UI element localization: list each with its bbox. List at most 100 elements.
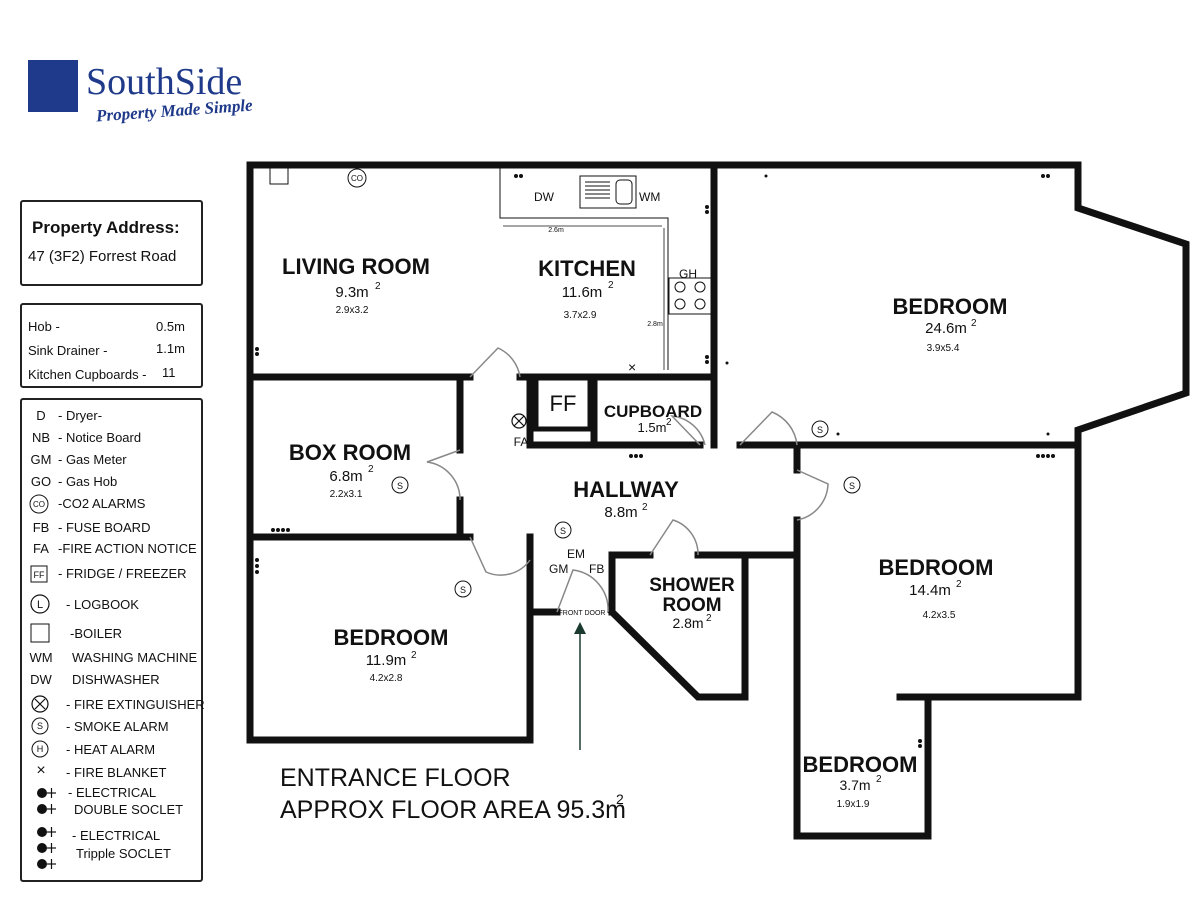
room-area-sup: 2 <box>642 502 648 513</box>
legend-text: - LOGBOOK <box>66 597 139 612</box>
room-area-sup: 2 <box>956 579 962 590</box>
logbook-icon-label: L <box>37 599 43 611</box>
legend-text: DOUBLE SOCLET <box>74 802 184 817</box>
fire-blanket-icon: × <box>628 359 636 375</box>
spec-value: 0.5m <box>156 319 185 334</box>
legend-symbol: D <box>36 408 46 423</box>
em-label: EM <box>567 547 585 561</box>
legend-symbol: DW <box>30 672 52 687</box>
legend-text: - HEAT ALARM <box>66 742 156 757</box>
legend-text: - Gas Hob <box>58 474 118 489</box>
kitchen-height-dim: 2.8m <box>647 321 663 328</box>
room-bedroom-ne: BEDROOM 24.6m 2 3.9x5.4 <box>893 294 1008 354</box>
spec-label: Sink Drainer - <box>28 343 108 358</box>
legend-symbol: GO <box>30 474 52 489</box>
dishwasher-label: DW <box>534 190 555 204</box>
legend-text: WASHING MACHINE <box>72 650 198 665</box>
smoke-alarm-icon <box>391 476 409 494</box>
fridge-freezer-icon-label: FF <box>34 570 45 580</box>
room-area: 2.8m <box>672 615 703 631</box>
front-door-label: FRONT DOOR <box>559 610 606 617</box>
legend-text: - FIRE EXTINGUISHER <box>66 697 205 712</box>
doors <box>426 347 829 613</box>
door-front <box>556 569 609 613</box>
smoke-alarm-label: S <box>817 425 823 435</box>
room-name: BEDROOM <box>893 294 1008 319</box>
legend-symbol: FA <box>33 541 49 556</box>
co2-alarm-icon: CO <box>29 494 49 514</box>
door-living <box>469 347 521 378</box>
sink-icon <box>579 175 637 209</box>
room-name: LIVING ROOM <box>282 254 430 279</box>
room-name: HALLWAY <box>573 477 679 502</box>
legend-text: -BOILER <box>70 626 123 641</box>
room-kitchen: KITCHEN 11.6m 2 3.7x2.9 <box>538 256 636 321</box>
room-name: BEDROOM <box>334 625 449 650</box>
room-dims: 3.9x5.4 <box>927 343 960 354</box>
address-title: Property Address: <box>32 218 180 237</box>
legend-row: DW DISHWASHER <box>22 672 202 692</box>
heat-alarm-icon-label: H <box>37 744 44 754</box>
boiler-icon <box>269 167 289 185</box>
door-cupboard <box>670 415 706 446</box>
room-name: KITCHEN <box>538 256 636 281</box>
legend-text: - FIRE BLANKET <box>66 765 167 780</box>
room-bedroom-s: BEDROOM 3.7m 2 1.9x1.9 <box>803 752 918 810</box>
room-dims: 1.9x1.9 <box>837 799 870 810</box>
logo-name: SouthSide <box>86 61 243 103</box>
fire-extinguisher-icon <box>511 413 527 429</box>
legend-row: L - LOGBOOK <box>22 594 202 617</box>
washing-machine-label: WM <box>639 190 660 204</box>
room-area-sup: 2 <box>666 417 672 428</box>
co2-alarm-icon <box>347 168 367 188</box>
fire-blanket-icon: × <box>36 762 46 779</box>
gas-meter-label: GM <box>549 562 568 576</box>
smoke-alarms <box>347 168 861 598</box>
smoke-alarm-icon-label: S <box>37 721 43 731</box>
legend-row: S - SMOKE ALARM <box>22 717 202 739</box>
room-name: CUPBOARD <box>604 402 702 421</box>
smoke-alarm-label: S <box>460 585 466 595</box>
smoke-alarm-label: S <box>397 481 403 491</box>
legend-text: -CO2 ALARMS <box>58 496 146 511</box>
legend-text: - ELECTRICAL <box>68 785 157 800</box>
legend-row: FB - FUSE BOARD <box>22 520 202 540</box>
legend-row: DOUBLE SOCLET <box>22 802 202 822</box>
room-area-sup: 2 <box>608 280 614 291</box>
legend-panel: D - Dryer- NB - Notice Board GM - Gas Me… <box>20 398 205 882</box>
legend-row: H - HEAT ALARM <box>22 740 202 762</box>
room-area: 6.8m <box>329 468 362 485</box>
spec-row: Sink Drainer - 1.1m <box>28 341 204 358</box>
co2-alarm-icon-label: CO <box>33 500 45 509</box>
logbook-icon: L <box>30 594 50 614</box>
room-dims: 2.9x3.2 <box>336 305 369 316</box>
room-area: 3.7m <box>839 777 870 793</box>
room-area-sup: 2 <box>706 613 712 624</box>
smoke-alarm-label: S <box>849 481 855 491</box>
legend-text: - Gas Meter <box>58 452 127 467</box>
wall-small-bedroom <box>793 693 932 840</box>
spec-value: 1.1m <box>156 341 185 356</box>
double-socket-icon <box>37 788 56 814</box>
smoke-alarm-icon <box>843 476 861 494</box>
door-sw-bedroom <box>469 536 531 576</box>
room-area: 11.6m <box>562 284 603 301</box>
legend-text: - Notice Board <box>58 430 142 445</box>
room-area: 11.9m <box>366 652 407 669</box>
room-dims: 2.2x3.1 <box>330 489 363 500</box>
legend-row: FF - FRIDGE / FREEZER <box>22 565 202 586</box>
legend-row: - FIRE EXTINGUISHER <box>22 695 205 717</box>
legend-text: - Dryer- <box>58 408 103 423</box>
spec-value: 11 <box>162 365 176 380</box>
legend-text: DISHWASHER <box>72 672 160 687</box>
room-name: BEDROOM <box>803 752 918 777</box>
legend-row: - ELECTRICAL <box>22 827 202 869</box>
legend-row: FA -FIRE ACTION NOTICE <box>22 541 202 561</box>
room-area: 9.3m <box>335 284 368 301</box>
smoke-alarm-icon <box>811 420 829 438</box>
legend-row: GM - Gas Meter <box>22 452 202 472</box>
floor-caption-line1: ENTRANCE FLOOR <box>280 764 511 792</box>
legend-text: - FUSE BOARD <box>58 520 151 535</box>
room-name: SHOWER <box>649 575 735 596</box>
